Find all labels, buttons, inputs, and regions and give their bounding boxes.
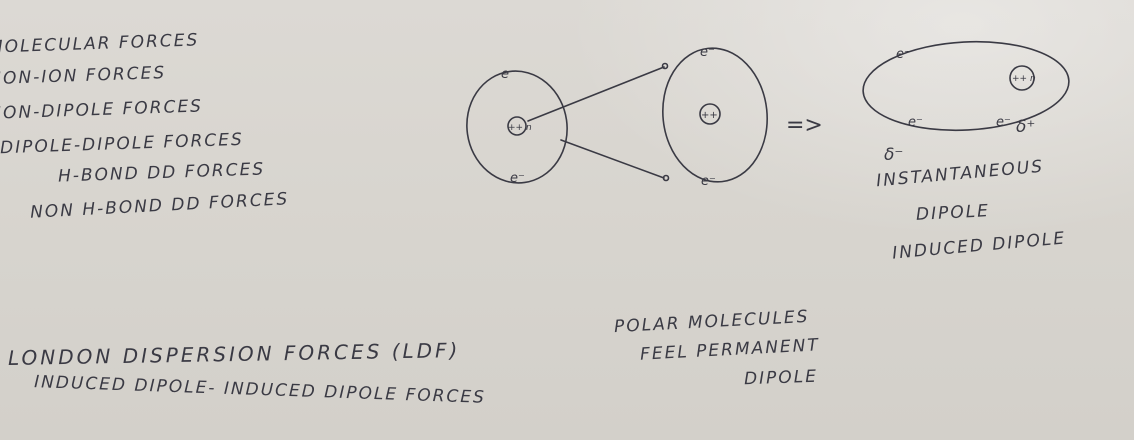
left-nucleus-label: ++ n [508,123,532,133]
right-electron-left: e⁻ [908,115,923,130]
middle-atom-orbit [662,47,768,183]
light-glare [560,0,1134,240]
left-electron-bottom: e⁻ [510,171,525,186]
right-electron-top: e⁻ [896,47,911,62]
delta-plus-label: δ⁺ [1016,117,1035,137]
delta-minus-label: δ⁻ [884,145,903,165]
connector-line-bottom [560,139,665,179]
left-nucleus [507,116,527,136]
right-atom-orbit [862,40,1070,132]
connector-line-top [527,66,665,122]
middle-nucleus [699,103,721,125]
connector-dot-top [661,62,669,70]
connector-dot-bottom [662,174,670,182]
middle-electron-top: e⁻ [700,45,715,60]
left-atom-orbit [466,70,568,184]
right-electron-right: e⁻ [996,115,1011,130]
arrow-symbol: => [786,113,823,138]
right-nucleus [1009,65,1035,91]
middle-nucleus-label: ++ [701,110,718,121]
middle-electron-bottom: e⁻ [701,174,716,189]
right-nucleus-label: ++ n [1012,74,1036,84]
left-electron-top: e⁻ [501,67,516,82]
